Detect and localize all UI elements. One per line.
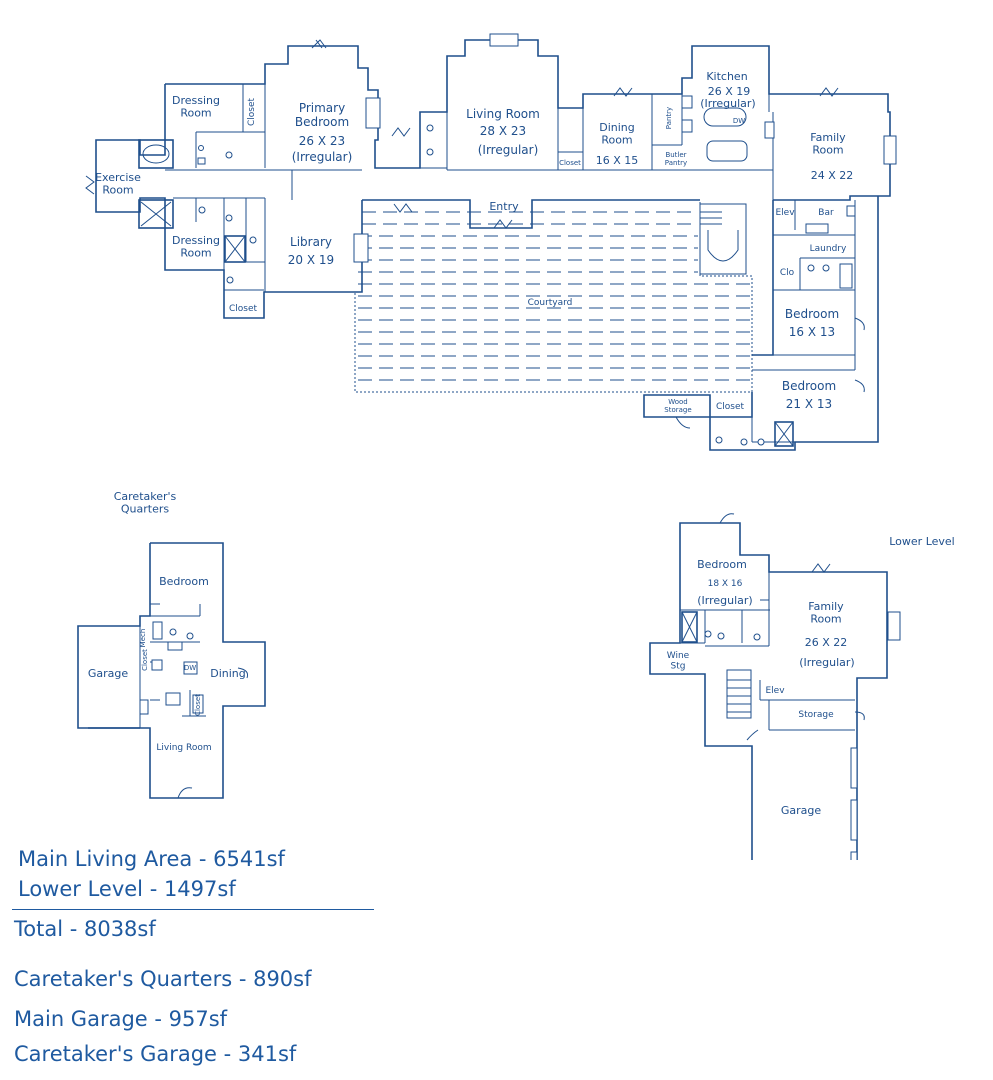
caretaker-closet2-label: Closet (194, 694, 202, 716)
kitchen-dims: 26 X 19 (708, 85, 751, 98)
elev-label: Elev (775, 208, 795, 218)
bedroom2-label: Bedroom (782, 379, 836, 393)
closet-library-label: Closet (229, 304, 258, 314)
bedroom2-dims: 21 X 13 (786, 397, 832, 411)
primary-bedroom-dims: 26 X 23 (299, 134, 345, 148)
lower-garage-label: Garage (781, 804, 822, 817)
primary-bedroom-note: (Irregular) (292, 150, 353, 164)
fireplace-library (353, 233, 369, 263)
entry-label: Entry (489, 200, 519, 213)
lower-elev-label: Elev (765, 686, 785, 696)
dining-room-dims: 16 X 15 (596, 154, 639, 167)
main-garage-area-text: Main Garage - 957sf (14, 1007, 228, 1031)
lower-bedroom-label: Bedroom (697, 558, 747, 571)
fireplace-living (489, 33, 519, 47)
lower-bedroom-dims: 18 X 16 (708, 579, 743, 589)
courtyard-area (354, 199, 753, 393)
exercise-shower-box (138, 199, 174, 229)
fireplace-lower (887, 611, 901, 641)
lower-level-area-text: Lower Level - 1497sf (18, 877, 236, 901)
clo-label: Clo (780, 268, 795, 278)
tub-icon (142, 144, 170, 164)
closet-living-label: Closet (559, 159, 581, 167)
caretaker-dining-label: Dining (210, 667, 246, 680)
closet-primary-label: Closet (247, 98, 257, 127)
lower-family-dims: 26 X 22 (805, 636, 848, 649)
shower-icon (224, 235, 246, 263)
pantry-label: Pantry (665, 107, 673, 129)
dishwasher-label: DW (733, 117, 745, 125)
main-living-area-text: Main Living Area - 6541sf (18, 847, 285, 871)
bar-label: Bar (818, 208, 834, 218)
family-room-dims: 24 X 22 (811, 169, 854, 182)
living-room-dims: 28 X 23 (480, 124, 526, 138)
kitchen-label: Kitchen (706, 70, 747, 83)
lower-level-plan: Lower Level Bedroom 18 X 16 (Irregular) … (649, 513, 955, 860)
caretaker-garage-area-text: Caretaker's Garage - 341sf (14, 1042, 297, 1066)
lower-family-note: (Irregular) (799, 656, 854, 669)
closet-bedroom-label: Closet (716, 402, 745, 412)
caretaker-garage-label: Garage (88, 667, 129, 680)
caretaker-living-label: Living Room (156, 743, 211, 753)
living-room-note: (Irregular) (478, 143, 539, 157)
library-label: Library (290, 235, 332, 249)
bedroom1-dims: 16 X 13 (789, 325, 835, 339)
left-wing-wall (95, 84, 363, 319)
caretaker-closet1-label: Closet (141, 649, 149, 671)
kitchen-island (703, 107, 747, 127)
bedroom1-label: Bedroom (785, 307, 839, 321)
lower-level-title: Lower Level (889, 535, 954, 548)
caretaker-mech-label: Mech (139, 629, 147, 648)
lower-storage-label: Storage (798, 710, 834, 720)
door-swings (85, 39, 865, 429)
caretaker-quarters-area-text: Caretaker's Quarters - 890sf (14, 967, 312, 991)
lower-staircase (726, 669, 752, 719)
bath-fixtures (197, 124, 830, 446)
summary-divider (12, 909, 374, 910)
library-dims: 20 X 19 (288, 253, 334, 267)
caretaker-dw-label: DW (184, 664, 196, 672)
kitchen-counter (706, 140, 748, 162)
courtyard-label: Courtyard (528, 298, 573, 308)
caretaker-bedroom-label: Bedroom (159, 575, 209, 588)
laundry-label: Laundry (810, 244, 847, 254)
total-area-text: Total - 8038sf (14, 917, 156, 941)
fireplace-family (883, 135, 897, 165)
fireplace-primary (365, 97, 381, 129)
main-staircase (699, 203, 747, 275)
exercise-tub-box (138, 139, 174, 169)
living-room-label: Living Room (466, 107, 540, 121)
lower-bedroom-note: (Irregular) (697, 594, 752, 607)
kitchen-note: (Irregular) (700, 97, 755, 110)
